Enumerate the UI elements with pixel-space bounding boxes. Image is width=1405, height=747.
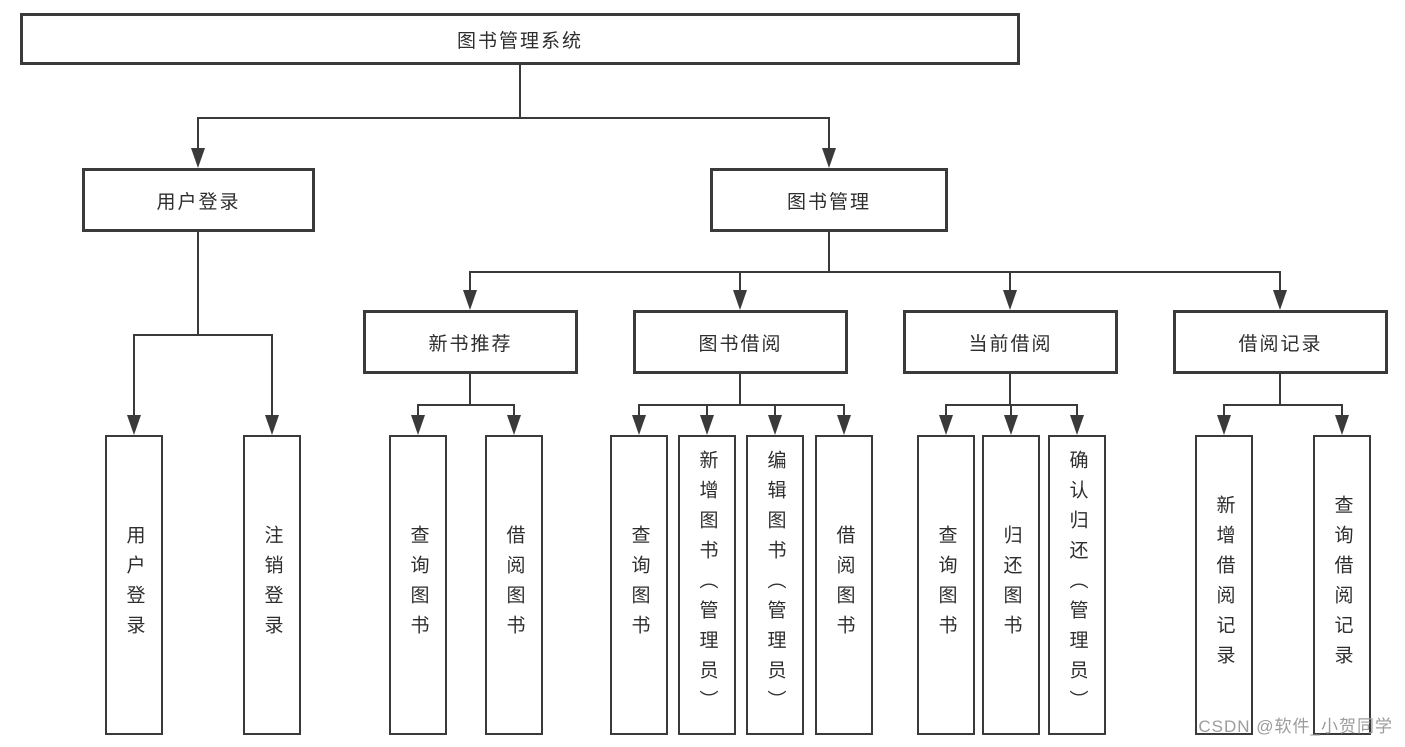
node-leaf-query-borrow-record: 查询借阅记录	[1313, 435, 1371, 735]
node-borrowing-records: 借阅记录	[1173, 310, 1388, 374]
node-leaf-current-query-books: 查询图书	[917, 435, 975, 735]
node-leaf-query-borrow-record-label: 查询借阅记录	[1331, 495, 1353, 675]
node-library-management-system: 图书管理系统	[20, 13, 1020, 65]
node-leaf-return-books: 归还图书	[982, 435, 1040, 735]
node-leaf-borrowing-query-books: 查询图书	[610, 435, 668, 735]
node-current-borrowing-label: 当前借阅	[968, 333, 1053, 355]
node-leaf-borrowing-borrow-books-label: 借阅图书	[833, 525, 855, 645]
node-leaf-add-borrow-record: 新增借阅记录	[1195, 435, 1253, 735]
node-user-login-branch: 用户登录	[82, 168, 315, 232]
node-leaf-edit-books-admin: 编辑图书（管理员）	[746, 435, 804, 735]
node-book-borrowing-label: 图书借阅	[698, 333, 783, 355]
node-book-management-label: 图书管理	[786, 191, 871, 213]
node-leaf-confirm-return-admin-label: 确认归还（管理员）	[1066, 450, 1088, 720]
node-leaf-current-query-books-label: 查询图书	[935, 525, 957, 645]
node-new-book-recommendation: 新书推荐	[363, 310, 578, 374]
node-book-borrowing: 图书借阅	[633, 310, 848, 374]
node-leaf-recommend-query-books-label: 查询图书	[407, 525, 429, 645]
node-library-management-system-label: 图书管理系统	[456, 30, 583, 52]
node-leaf-user-login: 用户登录	[105, 435, 163, 735]
node-leaf-add-borrow-record-label: 新增借阅记录	[1213, 495, 1235, 675]
node-leaf-borrowing-query-books-label: 查询图书	[628, 525, 650, 645]
node-new-book-recommendation-label: 新书推荐	[428, 333, 513, 355]
csdn-watermark: CSDN @软件_小贺同学	[1198, 717, 1393, 736]
node-leaf-recommend-borrow-books: 借阅图书	[485, 435, 543, 735]
node-leaf-return-books-label: 归还图书	[1000, 525, 1022, 645]
node-user-login-branch-label: 用户登录	[156, 191, 241, 213]
node-leaf-recommend-query-books: 查询图书	[389, 435, 447, 735]
node-leaf-add-books-admin-label: 新增图书（管理员）	[696, 450, 718, 720]
node-leaf-logout: 注销登录	[243, 435, 301, 735]
node-leaf-borrowing-borrow-books: 借阅图书	[815, 435, 873, 735]
node-borrowing-records-label: 借阅记录	[1238, 333, 1323, 355]
node-leaf-user-login-label: 用户登录	[123, 525, 145, 645]
node-leaf-add-books-admin: 新增图书（管理员）	[678, 435, 736, 735]
node-leaf-edit-books-admin-label: 编辑图书（管理员）	[764, 450, 786, 720]
node-leaf-recommend-borrow-books-label: 借阅图书	[503, 525, 525, 645]
node-current-borrowing: 当前借阅	[903, 310, 1118, 374]
node-leaf-confirm-return-admin: 确认归还（管理员）	[1048, 435, 1106, 735]
node-book-management: 图书管理	[710, 168, 948, 232]
node-leaf-logout-label: 注销登录	[261, 525, 283, 645]
